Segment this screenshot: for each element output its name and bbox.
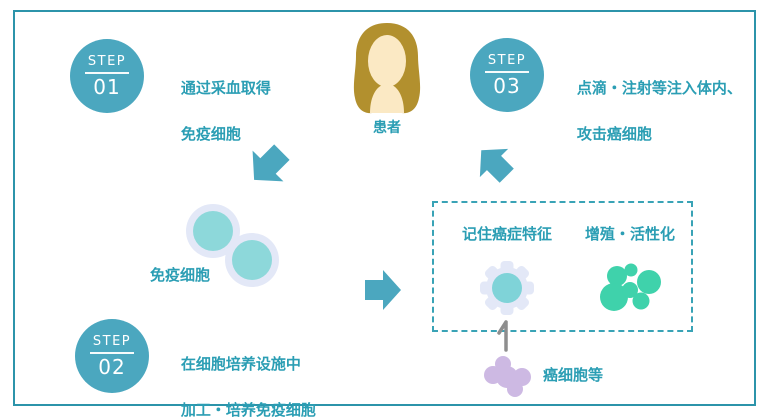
cancer-cells-label: 癌细胞等 xyxy=(543,366,604,384)
patient-label: 患者 xyxy=(373,120,401,136)
step-02-line1: 在细胞培养设施中 xyxy=(180,355,301,373)
step-03-description: 点滴・注射等注入体内、 攻击癌细胞 xyxy=(556,54,742,169)
step-01-line1: 通过采血取得 xyxy=(180,79,271,97)
step-01-number: 01 xyxy=(93,74,121,99)
step-02-number: 02 xyxy=(98,354,126,379)
step-03-number: 03 xyxy=(493,73,521,98)
step-01-description: 通过采血取得 免疫细胞 xyxy=(160,54,271,169)
step-02-tag: STEP xyxy=(92,333,132,349)
step-01-line2: 免疫细胞 xyxy=(180,125,241,143)
step-02-badge: STEP 02 xyxy=(75,319,149,393)
step-03-line2: 攻击癌细胞 xyxy=(576,125,652,143)
immune-cells-label: 免疫细胞 xyxy=(150,266,211,284)
patient-woman-icon xyxy=(353,23,421,114)
step-03-divider xyxy=(485,70,529,73)
step-01-badge: STEP 01 xyxy=(70,39,144,113)
diagram-frame xyxy=(13,10,756,406)
immune-cells-icon xyxy=(186,204,279,287)
step-01-tag: STEP xyxy=(87,53,127,69)
step-03-tag: STEP xyxy=(487,52,527,68)
arrow-down-left-icon xyxy=(252,144,290,182)
step-02-divider xyxy=(90,351,134,354)
step-03-badge: STEP 03 xyxy=(470,38,544,112)
culture-process-box xyxy=(432,201,693,332)
arrow-right-icon xyxy=(365,270,401,310)
arrow-up-icon xyxy=(497,320,508,352)
step-02-line2: 加工・培养免疫细胞 xyxy=(180,401,316,417)
proliferation-label: 增殖・活性化 xyxy=(584,225,675,243)
arrow-up-left-icon xyxy=(479,148,514,183)
step-01-divider xyxy=(85,71,129,74)
cancer-cell-icon xyxy=(484,356,531,397)
step-03-line1: 点滴・注射等注入体内、 xyxy=(576,79,742,97)
gear-cell-icon xyxy=(480,261,534,315)
memorize-feature-label: 记住癌症特征 xyxy=(461,225,552,243)
cell-cluster-icon xyxy=(595,259,666,316)
step-02-description: 在细胞培养设施中 加工・培养免疫细胞 xyxy=(160,330,316,417)
